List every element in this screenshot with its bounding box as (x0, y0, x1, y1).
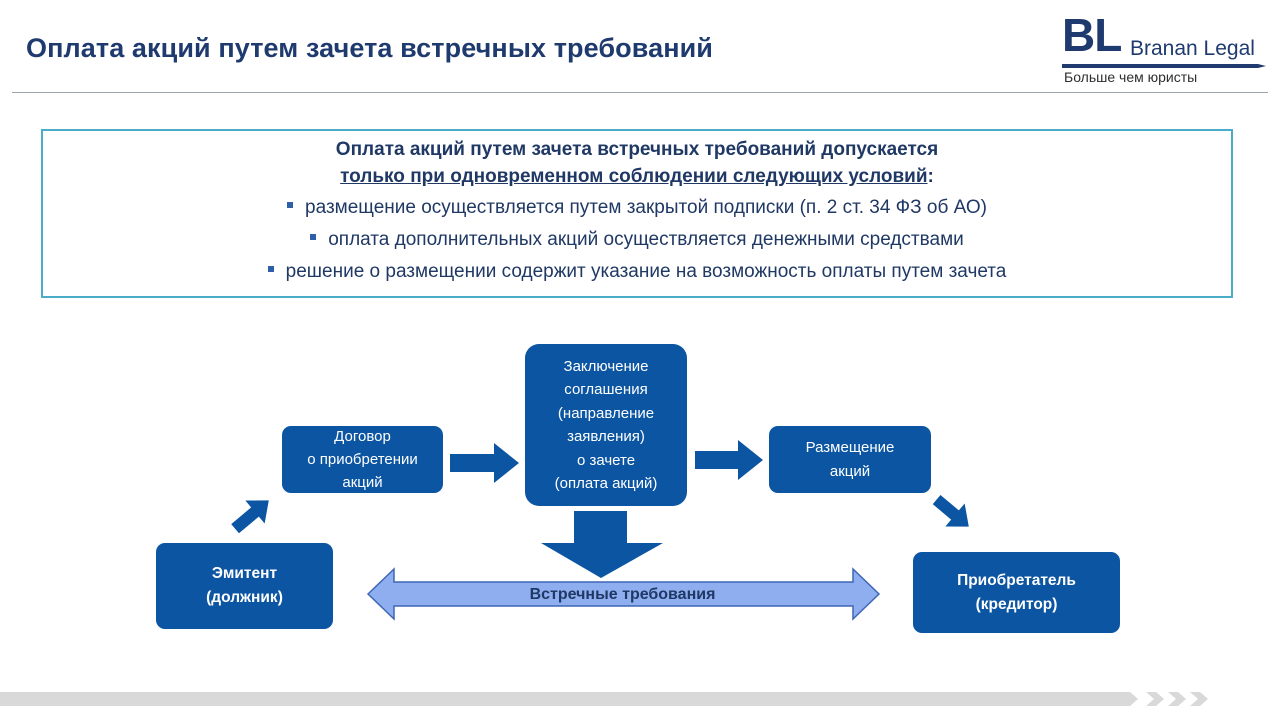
condition-item: оплата дополнительных акций осуществляет… (43, 224, 1231, 256)
logo-mark: BL (1062, 9, 1122, 61)
issuer-node: Эмитент (должник) (156, 543, 333, 629)
arrow-agreement-down (541, 511, 663, 578)
counter-claims-double-arrow (366, 567, 881, 621)
arrow-contract-to-agreement (450, 443, 519, 483)
placement-node: Размещение акций (769, 426, 931, 493)
footer-bar (0, 692, 1208, 706)
counter-claims-label: Встречные требования (529, 586, 716, 603)
conditions-title: Оплата акций путем зачета встречных треб… (335, 139, 939, 160)
conditions-subtitle-row: только при одновременном соблюдении след… (43, 163, 1231, 190)
square-bullet-icon (267, 265, 274, 272)
arrow-agreement-to-placement (695, 440, 763, 480)
contract-node: Договор о приобретении акций (282, 426, 443, 493)
footer-chevron-icon (1190, 692, 1208, 706)
logo-name: Branan Legal (1130, 37, 1255, 60)
agreement-node: Заключение соглашения (направление заявл… (525, 344, 687, 506)
footer-chevron-icon (1146, 692, 1164, 706)
square-bullet-icon (310, 233, 317, 240)
arrow-issuer-to-contract (231, 500, 269, 534)
slide-title: Оплата акций путем зачета встречных треб… (26, 33, 714, 63)
square-bullet-icon (287, 201, 294, 208)
header-divider (12, 92, 1268, 93)
acquirer-node: Приобретатель (кредитор) (913, 552, 1120, 633)
condition-item: решение о размещении содержит указание н… (43, 256, 1231, 288)
conditions-subtitle-suffix: : (927, 166, 934, 187)
condition-item: размещение осуществляется путем закрытой… (43, 192, 1231, 224)
footer-chevron-icon (1168, 692, 1186, 706)
condition-text: решение о размещении содержит указание н… (285, 261, 1007, 282)
condition-text: оплата дополнительных акций осуществляет… (328, 229, 964, 250)
logo-underline-icon (1062, 64, 1266, 68)
company-logo: BL Branan Legal Больше чем юристы (1060, 8, 1270, 88)
conditions-box: Оплата акций путем зачета встречных треб… (41, 129, 1233, 298)
logo-tagline: Больше чем юристы (1064, 69, 1198, 85)
conditions-subtitle: только при одновременном соблюдении след… (340, 166, 928, 187)
conditions-list: размещение осуществляется путем закрытой… (43, 192, 1231, 288)
arrow-placement-to-acquirer (932, 494, 969, 527)
condition-text: размещение осуществляется путем закрытой… (305, 197, 987, 218)
